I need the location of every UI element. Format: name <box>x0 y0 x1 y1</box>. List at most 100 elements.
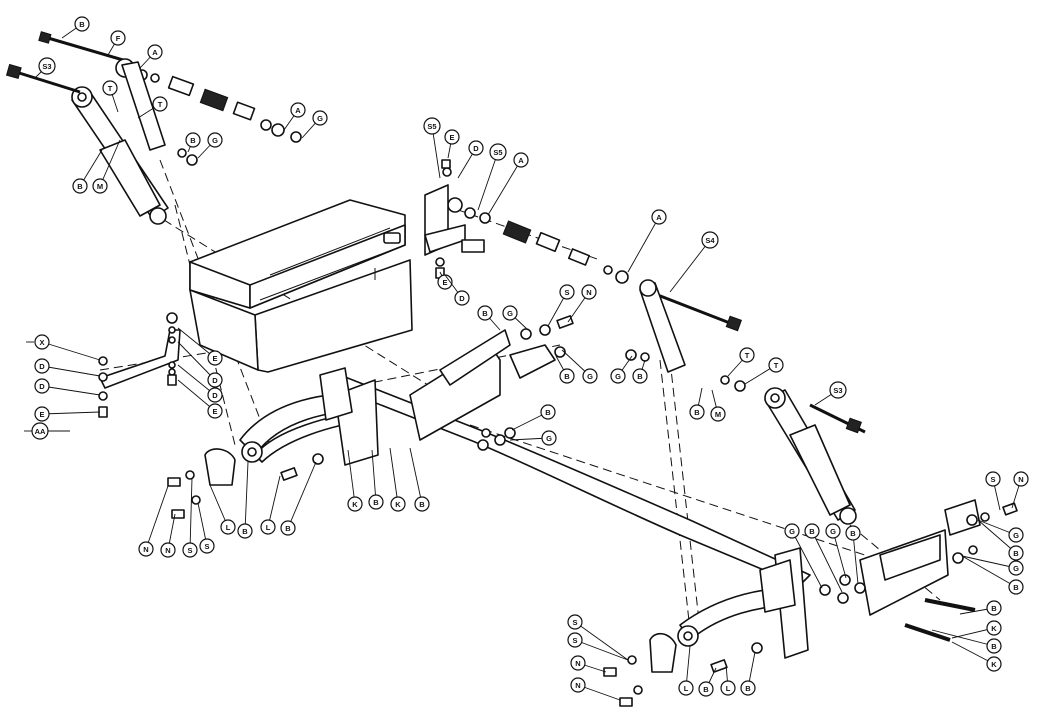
callout-k: K <box>951 641 1002 672</box>
callout-b: B <box>185 132 201 153</box>
callout-letter: B <box>745 684 751 693</box>
callout-letter: S <box>990 475 995 484</box>
callout-leader-line <box>177 364 216 396</box>
callout-circle <box>1008 579 1024 595</box>
callout-s4: S4 <box>669 231 719 293</box>
callout-b: B <box>280 461 317 536</box>
callout-letter: E <box>39 410 44 419</box>
callout-circle <box>698 681 714 697</box>
callout-circle <box>581 284 597 300</box>
callout-circle <box>207 350 223 366</box>
left-link-arm <box>121 61 166 151</box>
callout-letter: L <box>684 684 689 693</box>
callout-e: E <box>177 327 223 366</box>
callout-circle <box>312 110 328 126</box>
callout-circle <box>207 132 223 148</box>
callout-circle <box>845 525 861 541</box>
callout-b: B <box>555 355 575 384</box>
small-hardware <box>98 148 1018 707</box>
callout-s: S <box>547 284 575 327</box>
callout-leader-line <box>574 621 629 661</box>
callout-leader-line <box>371 449 377 503</box>
center-mount-bracket <box>424 184 485 256</box>
callout-e: E <box>34 406 101 422</box>
callout-e: E <box>177 379 223 419</box>
callout-circle <box>740 680 756 696</box>
callout-circle <box>689 404 705 420</box>
callout-letter: B <box>564 372 570 381</box>
callout-b: B <box>931 629 1002 654</box>
callout-letter: K <box>991 624 997 633</box>
callout-letter: G <box>830 527 836 536</box>
callout-k: K <box>347 449 363 512</box>
callout-letter: S4 <box>705 236 715 245</box>
callout-s3: S3 <box>34 57 56 79</box>
callout-leader-line <box>409 447 423 505</box>
callout-leader-line <box>389 447 399 505</box>
callout-circle <box>290 102 306 118</box>
callout-circle <box>468 140 484 156</box>
callout-circle <box>986 620 1002 636</box>
right-frame-bracket <box>859 499 981 616</box>
callout-circle <box>347 496 363 512</box>
callout-letter: N <box>143 545 148 554</box>
left-wheel-hub <box>204 448 236 486</box>
callout-circle <box>444 129 460 145</box>
top-bushing-chain <box>115 58 302 143</box>
callout-b: B <box>61 16 90 39</box>
callout-g: G <box>301 110 328 139</box>
callout-b: B <box>72 149 103 194</box>
callout-leader-line <box>977 519 1017 554</box>
callout-leader-line <box>347 449 356 505</box>
callout-b: B <box>409 447 430 512</box>
callout-k: K <box>389 447 406 512</box>
callout-letter: L <box>266 523 271 532</box>
callout-letter: E <box>442 278 447 287</box>
callout-d: D <box>177 341 223 388</box>
callout-leader-line <box>145 485 169 550</box>
callout-letter: N <box>165 546 170 555</box>
callout-circle <box>701 231 719 249</box>
callout-letter: L <box>226 523 231 532</box>
callout-letter: B <box>285 524 291 533</box>
battery-box-handle <box>383 232 401 244</box>
callout-letter: B <box>809 527 815 536</box>
battery-box <box>189 199 413 373</box>
callout-circle <box>570 677 586 693</box>
callout-letter: G <box>1013 564 1019 573</box>
right-shock-absorber <box>764 387 857 525</box>
callout-letter: S3 <box>833 386 842 395</box>
callout-g: G <box>784 523 823 589</box>
callout-letter: B <box>703 685 709 694</box>
callout-circle <box>582 368 598 384</box>
callout-aa: AA <box>31 422 70 440</box>
callout-letter: F <box>116 34 121 43</box>
callout-letter: S <box>564 288 569 297</box>
callout-b: B <box>511 404 556 431</box>
callout-s: S <box>567 614 629 661</box>
callout-leader-line <box>961 555 1017 569</box>
callout-m: M <box>710 389 726 422</box>
callout-n: N <box>570 655 607 673</box>
callout-k: K <box>951 620 1002 639</box>
callout-circle <box>454 290 470 306</box>
callout-l: L <box>678 645 694 696</box>
callout-circle <box>739 347 755 363</box>
callout-letter: D <box>39 382 45 391</box>
callout-letter: N <box>1018 475 1023 484</box>
callout-circle <box>92 178 108 194</box>
callout-b: B <box>368 449 384 510</box>
callout-leader-line <box>627 216 660 273</box>
callout-letter: S5 <box>427 122 436 131</box>
callout-leader-line <box>931 629 995 647</box>
callout-b: B <box>977 519 1024 561</box>
callout-s: S <box>197 502 215 554</box>
callout-leader-line <box>431 125 441 179</box>
callout-t: T <box>744 357 784 385</box>
callout-s: S <box>567 632 629 661</box>
callout-leader-line <box>287 461 317 529</box>
callout-g: G <box>610 355 633 384</box>
callout-leader-line <box>487 159 522 216</box>
callout-circle <box>182 542 198 558</box>
callout-circle <box>502 305 518 321</box>
